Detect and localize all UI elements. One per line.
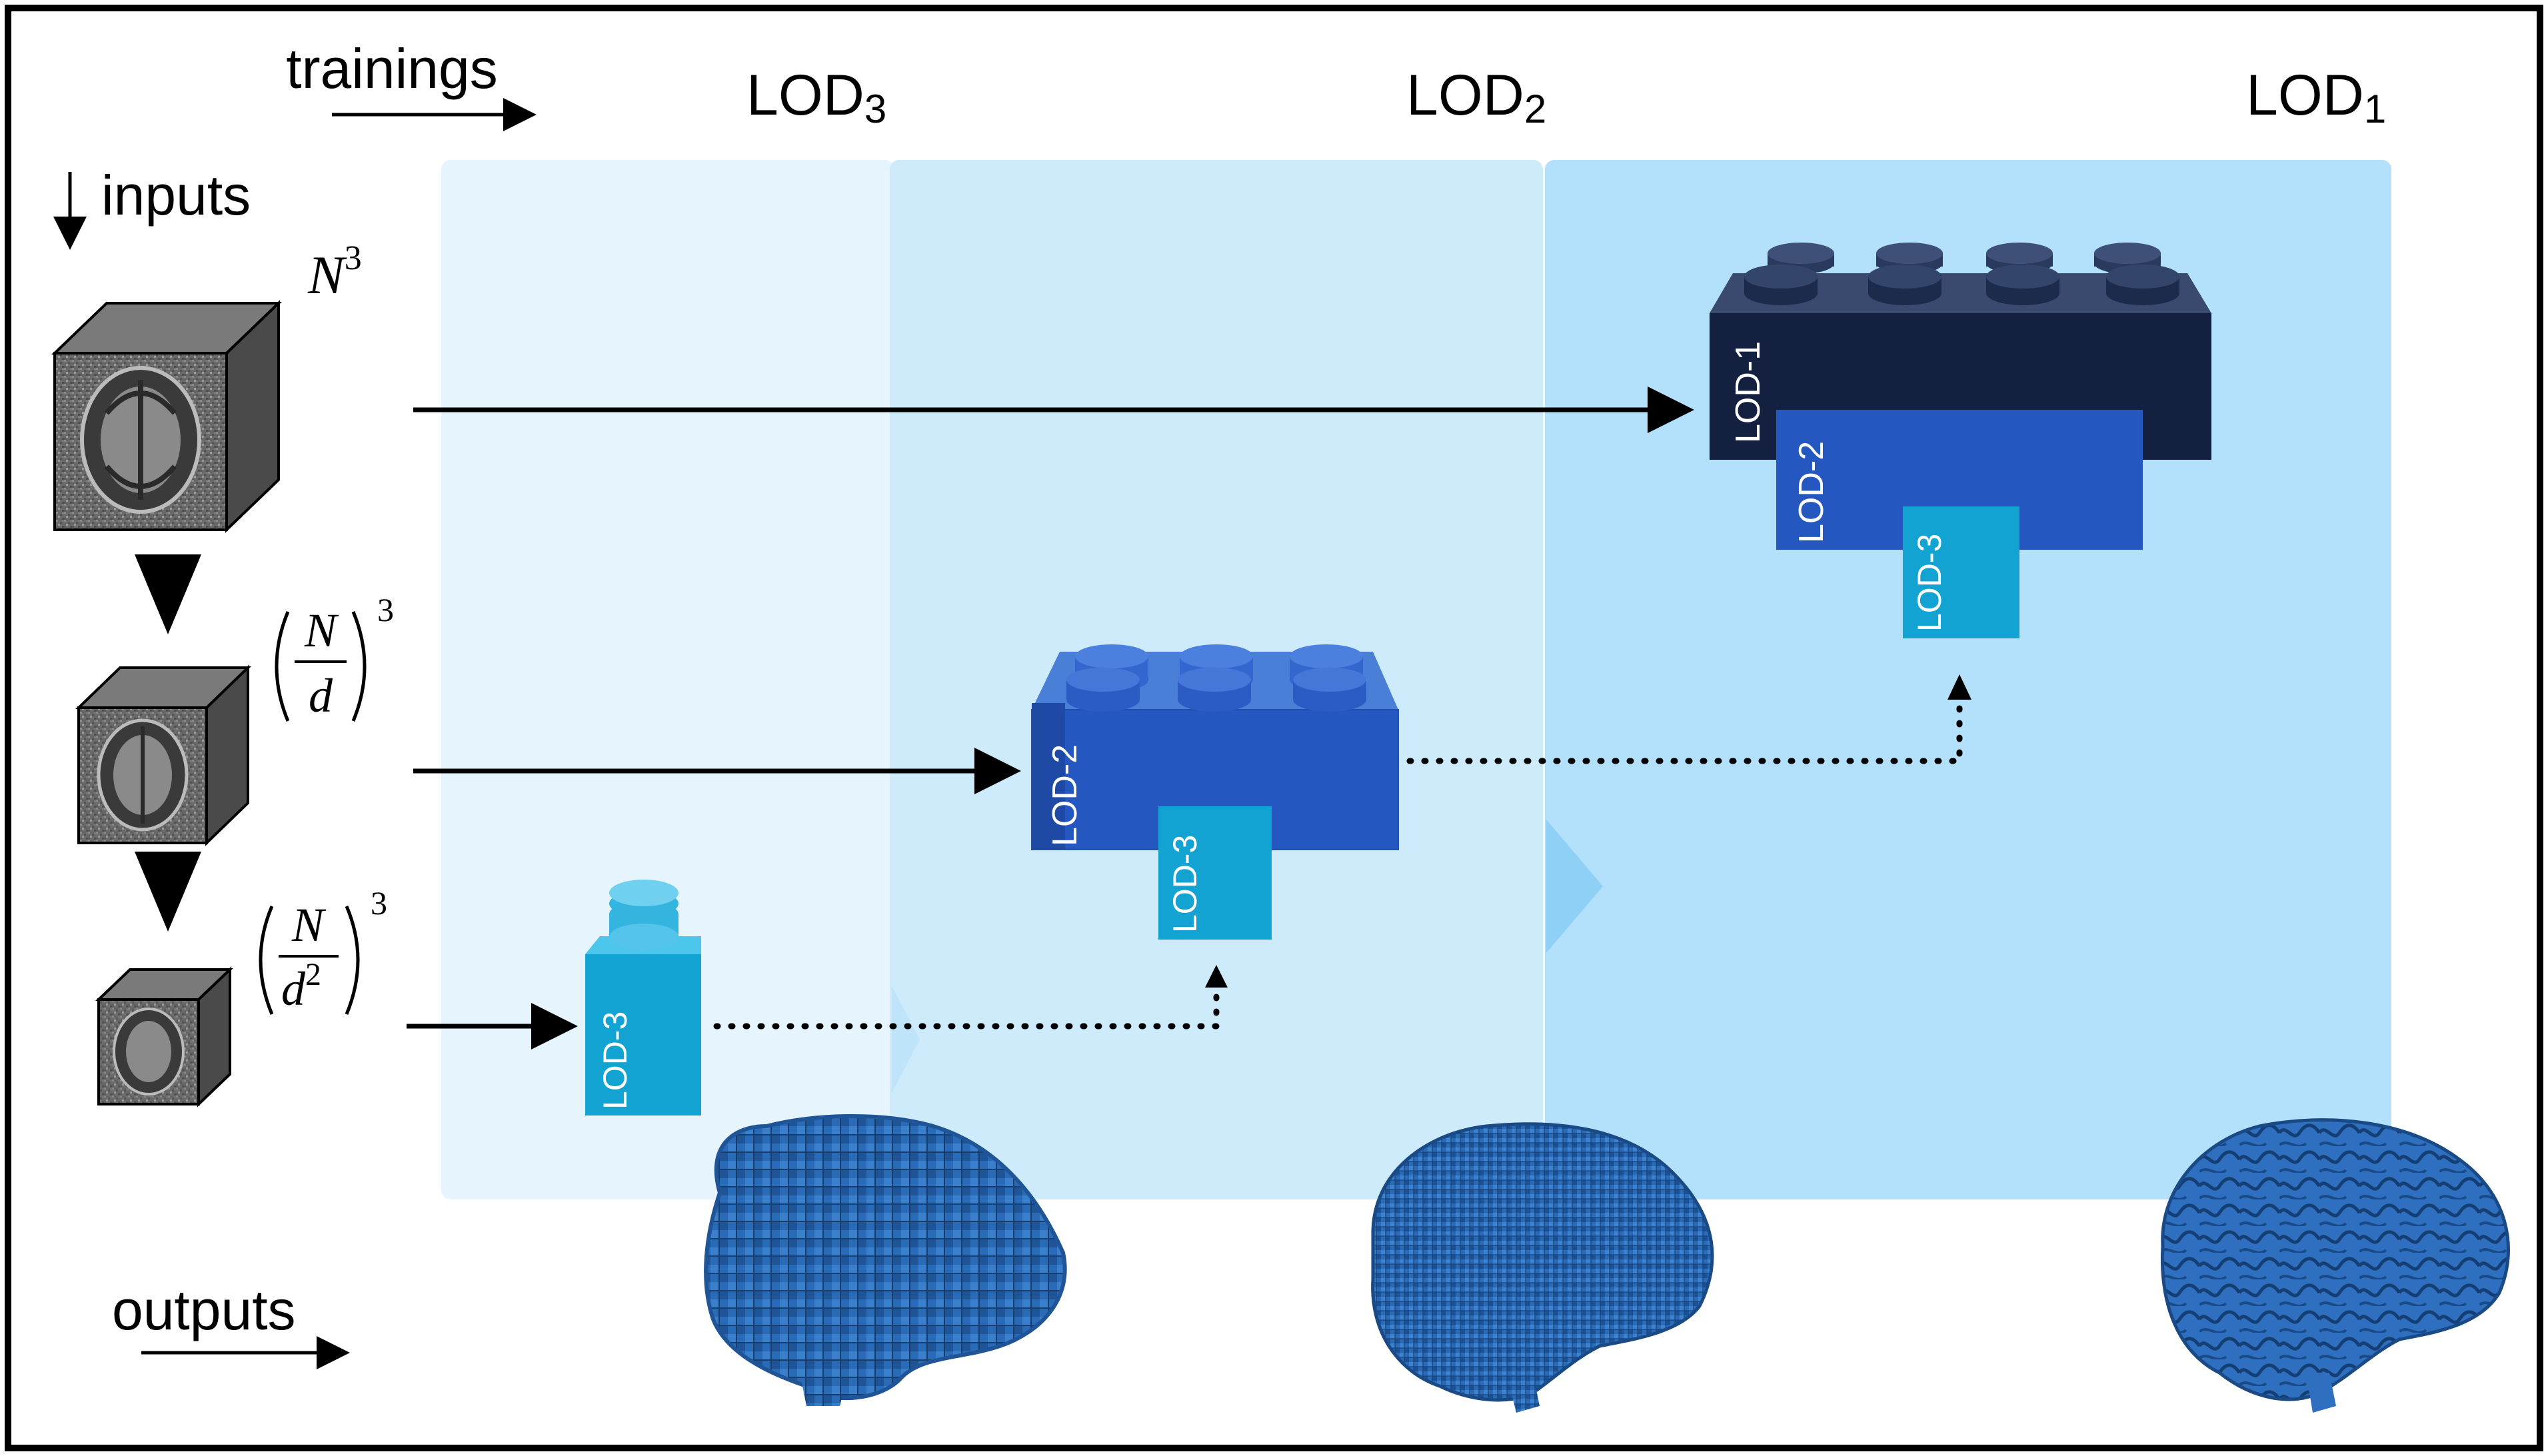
- brain-output-lod3: [704, 1114, 1067, 1406]
- stage-label-lod1: LOD1: [2246, 63, 2386, 131]
- trainings-label: trainings: [286, 37, 498, 100]
- res-full-label: N3: [307, 239, 362, 305]
- brick-label-lod2-b: LOD-2: [1792, 441, 1831, 543]
- chevron-3-to-2: [892, 986, 920, 1093]
- outer-frame: [5, 5, 2543, 1451]
- panel-lod3: [441, 160, 894, 1199]
- res-d-den: d: [309, 669, 333, 722]
- mri-cube-large: [51, 300, 282, 533]
- brick-lod2-stage2: LOD-2 LOD-3: [1031, 644, 1399, 940]
- stage-label-lod2: LOD2: [1406, 63, 1546, 131]
- transfer-arrowhead-3-to-2: [1205, 965, 1228, 988]
- transfer-arrow-3-to-2: [713, 976, 1220, 1030]
- brick-label-lod3-a: LOD-3: [597, 1012, 634, 1109]
- transfer-arrowhead-2-to-1: [1947, 674, 1971, 700]
- res-d-label: N d 3: [275, 591, 394, 722]
- brick-label-lod2-a: LOD-2: [1046, 744, 1084, 846]
- res-d2-label: N d2 3: [259, 884, 387, 1016]
- brick-studs-lod1: [1744, 243, 2179, 305]
- res-d2-exp: 3: [371, 884, 387, 922]
- res-d2-num: N: [291, 898, 327, 952]
- res-d-num: N: [304, 604, 339, 657]
- inputs-label: inputs: [101, 164, 251, 227]
- res-d-exp: 3: [377, 591, 394, 628]
- transfer-arrow-2-to-1: [1406, 698, 1963, 764]
- mri-cube-small: [95, 966, 233, 1107]
- brick-lod3-stage3: LOD-3: [585, 880, 701, 1115]
- outputs-label: outputs: [112, 1279, 296, 1341]
- brain-output-lod1: [2160, 1118, 2510, 1413]
- mri-cube-medium: [75, 664, 251, 846]
- brick-label-lod1: LOD-1: [1729, 341, 1768, 443]
- brick-studs-lod2: [1066, 644, 1366, 712]
- chevron-2-to-1: [1546, 820, 1603, 953]
- brick-label-lod3-c: LOD-3: [1911, 534, 1948, 632]
- brain-output-lod2: [1371, 1122, 1714, 1413]
- brick-label-lod3-b: LOD-3: [1166, 835, 1204, 933]
- brick-lod1-stage1: LOD-1 LOD-2 LOD-3: [1710, 243, 2211, 638]
- res-d2-den: d2: [281, 957, 321, 1016]
- stage-label-lod3: LOD3: [746, 63, 886, 131]
